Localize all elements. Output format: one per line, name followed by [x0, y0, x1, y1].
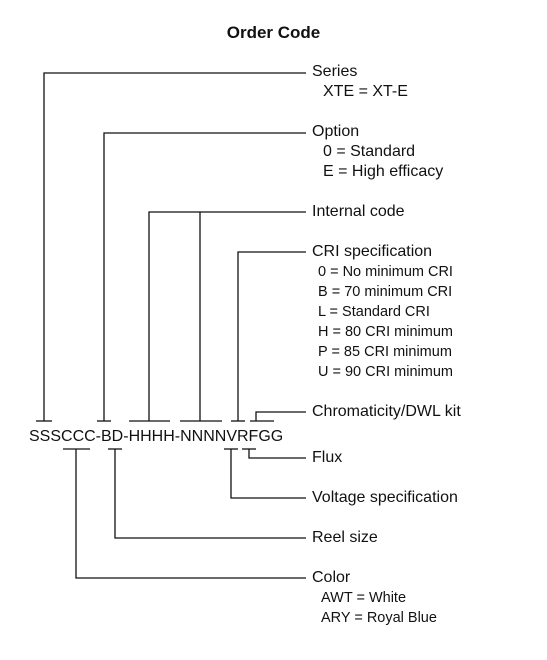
diagram-title: Order Code: [226, 23, 321, 42]
option-value: 0 = Standard: [323, 143, 416, 160]
reel-size-label: Reel size: [312, 529, 378, 546]
order-code-string: SSSCCC-BD-HHHH-NNNNVRFGG: [29, 428, 284, 445]
internal-code-connector-left: [148, 211, 306, 421]
color-value: AWT = White: [321, 590, 407, 606]
option-connector: [103, 132, 306, 421]
voltage-label: Voltage specification: [312, 489, 458, 506]
cri-label: CRI specification: [312, 243, 433, 260]
reel-connector: [114, 449, 306, 539]
color-connector: [75, 449, 306, 579]
chromaticity-connector: [255, 411, 306, 421]
cri-value: L = Standard CRI: [318, 304, 430, 320]
cri-value: P = 85 CRI minimum: [318, 344, 452, 360]
color-label: Color: [312, 569, 351, 586]
flux-connector: [248, 449, 306, 459]
option-value: E = High efficacy: [323, 163, 444, 180]
internal-code-label: Internal code: [312, 203, 405, 220]
series-value: XTE = XT-E: [323, 83, 408, 100]
cri-value: U = 90 CRI minimum: [318, 364, 453, 380]
cri-value: 0 = No minimum CRI: [318, 264, 453, 280]
series-connector: [43, 72, 306, 421]
cri-value: B = 70 minimum CRI: [318, 284, 453, 300]
cri-connector: [237, 251, 306, 421]
flux-label: Flux: [312, 449, 343, 466]
option-label: Option: [312, 123, 360, 140]
color-value: ARY = Royal Blue: [321, 610, 437, 626]
cri-value: H = 80 CRI minimum: [318, 324, 453, 340]
chromaticity-label: Chromaticity/DWL kit: [312, 403, 461, 420]
series-label: Series: [312, 63, 358, 80]
voltage-connector: [230, 449, 306, 499]
